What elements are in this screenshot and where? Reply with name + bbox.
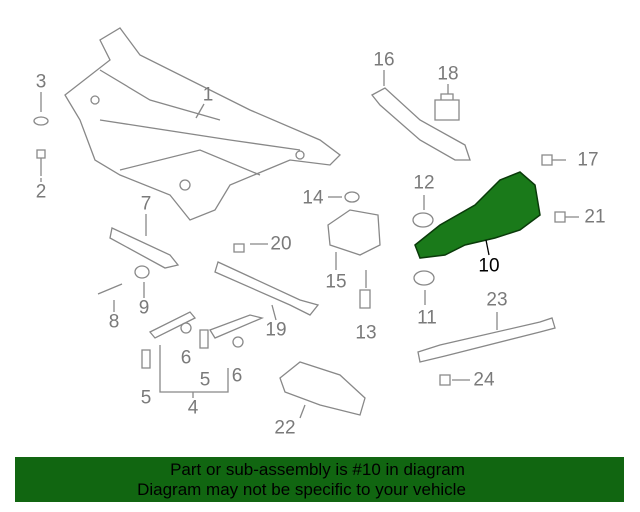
callout-20: 20 [270, 233, 292, 255]
callout-23: 23 [486, 289, 508, 311]
callout-3: 3 [35, 71, 47, 93]
nut-part-6b[interactable] [232, 336, 244, 348]
knuckle-part-10[interactable] [414, 171, 541, 259]
callout-2: 2 [35, 181, 47, 203]
link-part-19[interactable] [214, 261, 320, 316]
callout-16: 16 [373, 49, 395, 71]
callout-24: 24 [473, 369, 495, 391]
callout-8: 8 [108, 311, 120, 333]
callout-6: 6 [231, 365, 243, 387]
callout-10-highlighted: 10 [478, 255, 500, 277]
callout-4: 4 [187, 397, 199, 419]
bolt-part-24[interactable] [439, 374, 451, 386]
bolt-part-5b[interactable] [141, 349, 151, 369]
callout-1: 1 [202, 84, 214, 106]
guard-part-22[interactable] [279, 361, 366, 416]
link-part-23[interactable] [417, 317, 556, 363]
callout-19: 19 [265, 319, 287, 341]
bolt-part-17[interactable] [541, 154, 566, 166]
callout-12: 12 [413, 172, 435, 194]
bracket-part-b[interactable] [209, 314, 265, 339]
bolt-part-2[interactable] [36, 149, 46, 176]
bumper-part-18[interactable] [434, 93, 460, 121]
callout-5: 5 [140, 387, 152, 409]
banner-line-1: Part or sub-assembly is #10 in diagram [170, 460, 465, 479]
callout-11: 11 [417, 307, 437, 329]
washer-part-12[interactable] [412, 212, 434, 228]
link-part-7[interactable] [109, 227, 180, 269]
washer-part-14[interactable] [344, 191, 360, 203]
bolt-part-20[interactable] [233, 243, 245, 253]
callout-7: 7 [140, 193, 152, 215]
bolt-part-5a[interactable] [199, 329, 209, 349]
bracket-part[interactable] [148, 311, 197, 339]
arm-part-16[interactable] [371, 87, 471, 161]
callout-22: 22 [274, 417, 296, 439]
bolt-part-21[interactable] [554, 211, 579, 223]
callout-18: 18 [437, 63, 459, 85]
washer-part-11[interactable] [413, 270, 435, 286]
callout-9: 9 [138, 297, 150, 319]
banner-line-2: Diagram may not be specific to your vehi… [137, 480, 466, 499]
callout-15: 15 [325, 271, 347, 293]
bolt-part-13[interactable] [359, 289, 371, 309]
bracket-part-15[interactable] [327, 209, 381, 256]
nut-part-6a[interactable] [180, 322, 192, 334]
bolt-part-8[interactable] [97, 283, 123, 295]
bushing-part-3[interactable] [33, 116, 49, 126]
callout-21: 21 [584, 206, 606, 228]
notice-banner: Part or sub-assembly is #10 in diagram D… [15, 457, 624, 502]
washer-part-9[interactable] [134, 265, 150, 279]
subframe-part-1[interactable] [64, 27, 341, 221]
callout-17: 17 [577, 149, 599, 171]
callout-13: 13 [355, 322, 377, 344]
callout-6: 6 [180, 347, 192, 369]
callout-14: 14 [302, 187, 324, 209]
callout-5: 5 [199, 369, 211, 391]
